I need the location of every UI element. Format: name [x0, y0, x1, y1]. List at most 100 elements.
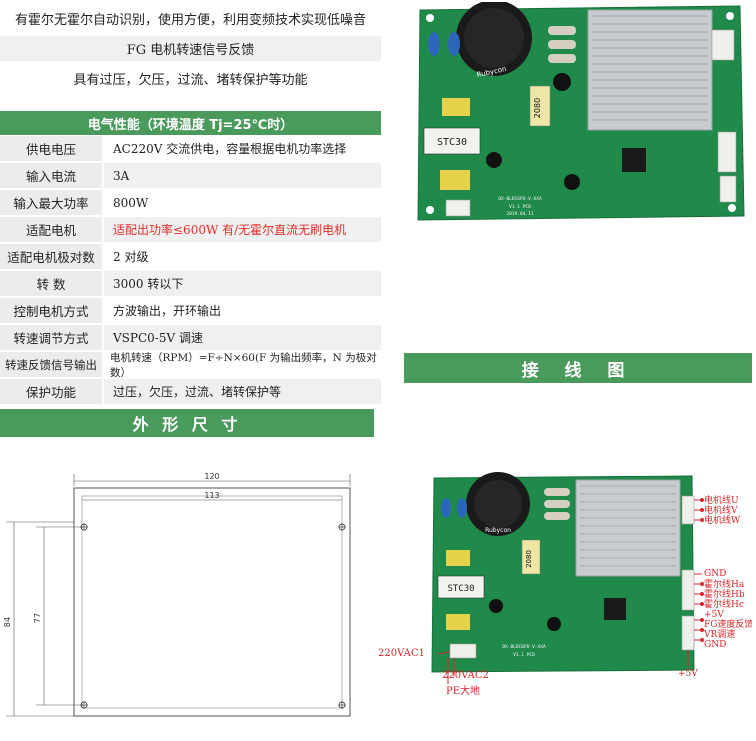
yellow-capacitor	[440, 170, 470, 190]
spec-value: 方波输出，开环输出	[102, 298, 381, 323]
signal-connector	[719, 175, 737, 203]
film-capacitor	[428, 32, 440, 56]
hole-outline	[81, 495, 343, 709]
spec-row: 控制电机方式方波输出，开环输出	[0, 298, 381, 323]
spec-value: 适配出功率≤600W 有/无霍尔直流无刷电机	[102, 217, 381, 242]
label-gnd-top: GND	[704, 569, 726, 579]
spec-label: 转 数	[0, 271, 102, 296]
yellow-capacitor	[446, 614, 470, 630]
hall-connector	[681, 569, 695, 611]
spec-value: 2 对级	[102, 244, 381, 269]
relay-label: 2080	[525, 550, 533, 568]
board-outline	[73, 487, 351, 717]
label-hall-a: 霍尔线Ha	[704, 578, 745, 590]
power-connector	[449, 643, 477, 659]
mounting-hole	[728, 204, 736, 212]
yellow-capacitor	[446, 550, 470, 566]
outline-header: 外 形 尺 寸	[0, 409, 374, 437]
spec-value: 3000 转以下	[102, 271, 381, 296]
spec-label: 保护功能	[0, 379, 102, 404]
heatsink	[575, 479, 681, 577]
spec-value: 3A	[102, 163, 381, 188]
mounting-hole	[726, 12, 734, 20]
silkscreen-date: 2019.04.11	[506, 211, 533, 217]
common-mode-choke	[423, 127, 481, 155]
spec-value: AC220V 交流供电，容量根据电机功率选择	[102, 136, 381, 161]
yellow-capacitor	[442, 98, 470, 116]
silkscreen-version: V1.1 PCB	[509, 204, 531, 210]
spec-label: 转速调节方式	[0, 325, 102, 350]
label-plus5v: +5V	[704, 610, 724, 620]
label-pe: PE大地	[446, 684, 480, 697]
spec-value: VSPC0-5V 调速	[102, 325, 381, 350]
common-mode-choke	[437, 575, 485, 599]
board-photo-top: Rubycon STC30 2080 DX-BLDC6PD-V-XXA V1.1…	[417, 2, 745, 221]
label-fg: FG速度反馈	[704, 618, 752, 630]
dimension-drawing: 120 113 84 77	[3, 472, 351, 717]
relay-label: 2080	[533, 98, 542, 118]
label-hall-b: 霍尔线Hb	[704, 588, 745, 600]
spec-label: 适配电机	[0, 217, 102, 242]
spec-value: 电机转速（RPM）=F÷N×60(F 为输出频率，N 为极对数）	[102, 352, 381, 379]
height-outer-label: 84	[3, 617, 12, 627]
relay	[521, 539, 541, 575]
wiring-header: 接 线 图	[404, 353, 752, 383]
feature-line-1: 有霍尔无霍尔自动识别，使用方便，利用变频技术实现低噪音	[14, 12, 366, 28]
signal-connector	[681, 615, 695, 651]
resistor	[544, 512, 570, 520]
spec-label: 适配电机极对数	[0, 244, 102, 269]
motor-connector	[681, 495, 695, 525]
spec-value: 过压，欠压，过流、堵转保护等	[102, 379, 381, 404]
silkscreen-model: DX-BLDC6PD-V-XXA	[502, 644, 546, 650]
relay	[529, 85, 551, 127]
spec-row: 转速反馈信号输出电机转速（RPM）=F÷N×60(F 为输出频率，N 为极对数）	[0, 352, 381, 379]
label-hall-c: 霍尔线Hc	[704, 598, 744, 610]
label-gnd-bottom: GND	[704, 640, 726, 650]
label-vr: VR调速	[703, 629, 735, 640]
label-motor-v: 电机线V	[704, 504, 738, 516]
spec-row: 适配电机适配出功率≤600W 有/无霍尔直流无刷电机	[0, 217, 381, 242]
feature-line-2: FG 电机转速信号反馈	[0, 36, 381, 61]
film-capacitor	[448, 32, 460, 56]
mcu-chip	[622, 148, 646, 172]
label-plus5v-bottom: +5V	[678, 669, 698, 679]
mounting-hole	[426, 14, 434, 22]
wiring-diagram: Rubycon STC30 2080 DX-BLDC6PD-V-XXA V1.1…	[378, 472, 752, 697]
capacitor-brand: Rubycon	[485, 527, 511, 534]
small-capacitor	[486, 152, 502, 168]
spec-label: 输入电流	[0, 163, 102, 188]
power-connector	[445, 199, 471, 217]
hall-connector	[717, 131, 737, 173]
heatsink	[587, 9, 713, 131]
mounting-hole	[338, 701, 346, 709]
width-inner-label: 113	[204, 491, 219, 500]
silkscreen-version: V1.1 PCB	[513, 652, 535, 658]
height-inner-label: 77	[33, 613, 42, 623]
spec-label: 供电电压	[0, 136, 102, 161]
motor-connector	[711, 29, 735, 61]
spec-value: 800W	[102, 190, 381, 215]
spec-header: 电气性能（环境温度 Tj=25℃时）	[0, 111, 381, 135]
width-outer-label: 120	[204, 472, 219, 481]
choke-label: STC30	[437, 137, 467, 148]
label-motor-u: 电机线U	[704, 494, 739, 506]
spec-label: 转速反馈信号输出	[0, 352, 102, 377]
mounting-hole	[338, 523, 346, 531]
mcu-chip	[604, 598, 626, 620]
small-capacitor	[553, 73, 571, 91]
mounting-hole	[426, 206, 434, 214]
resistor	[548, 54, 576, 63]
label-motor-w: 电机线W	[704, 514, 741, 526]
resistor	[544, 500, 570, 508]
silkscreen-model: DX-BLDC6PD-V-XXA	[498, 196, 542, 202]
spec-row: 保护功能过压，欠压，过流、堵转保护等	[0, 379, 381, 404]
label-ac1: 220VAC1	[378, 648, 425, 659]
small-capacitor	[547, 617, 561, 631]
spec-label: 输入最大功率	[0, 190, 102, 215]
label-ac2: 220VAC2	[442, 670, 489, 681]
